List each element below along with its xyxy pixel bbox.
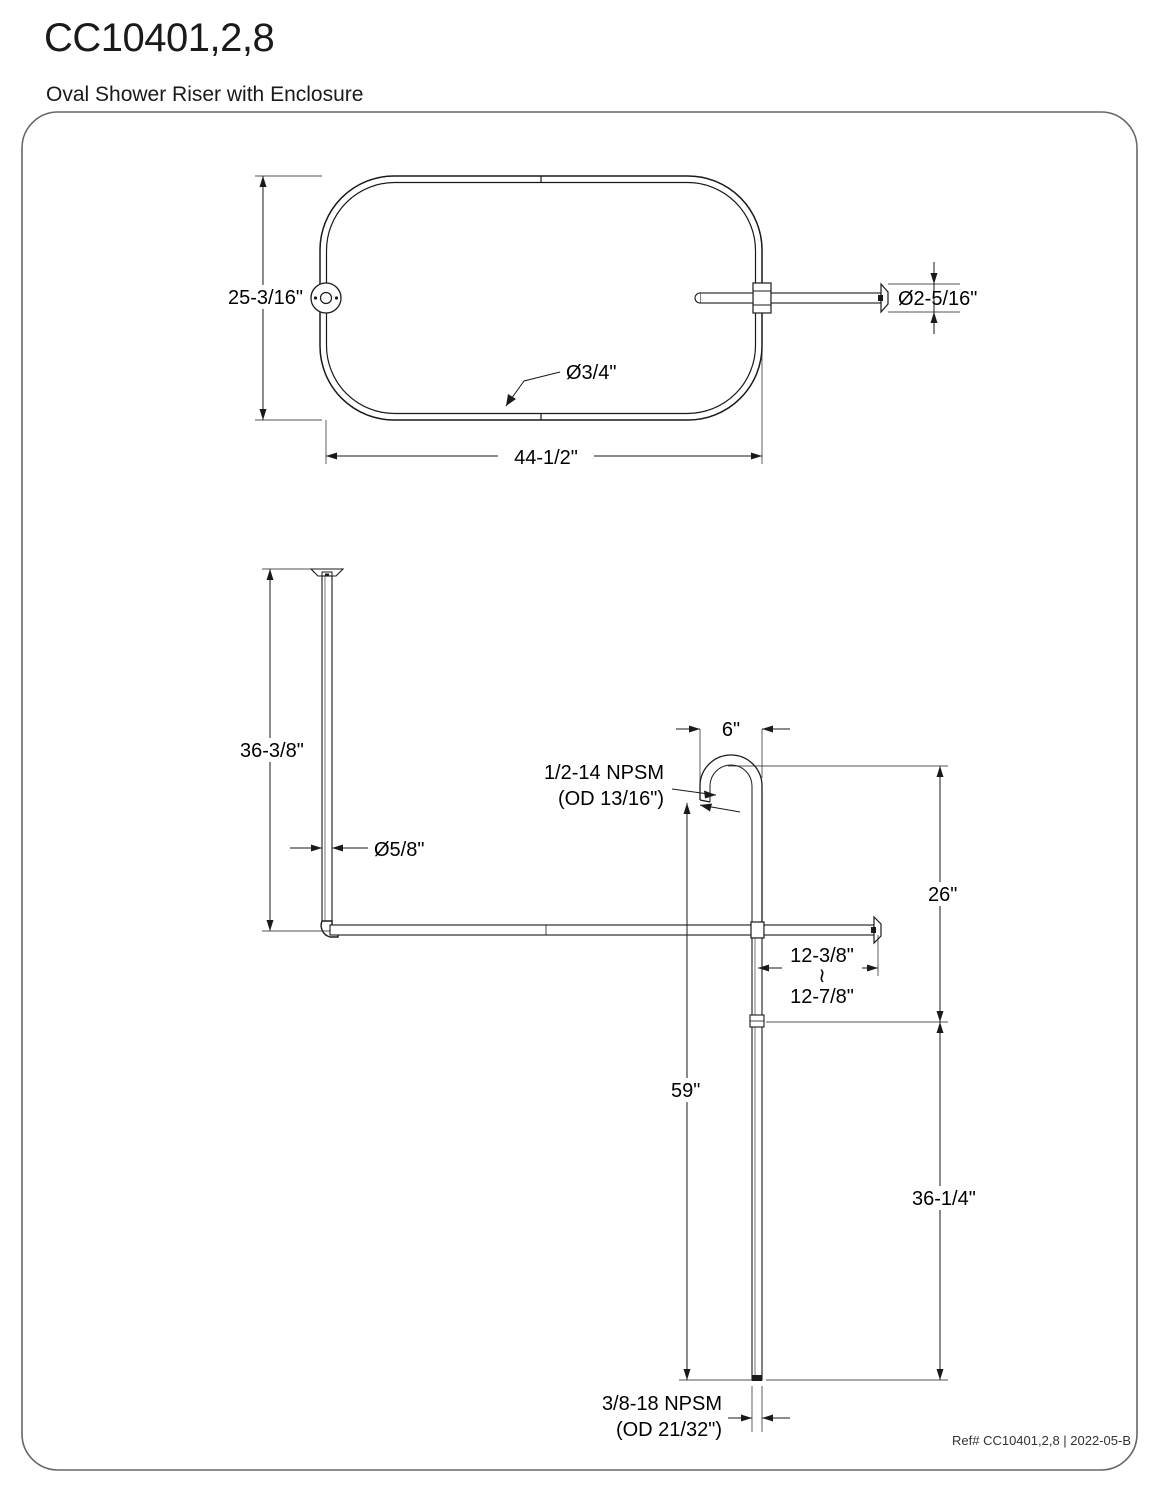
dim-label-enclosure-tube-diameter: Ø3/4" xyxy=(566,362,616,384)
dimension-enclosure-height: 25-3/16" xyxy=(222,175,322,421)
dim-label-gooseneck-thread: 1/2-14 NPSM xyxy=(544,762,664,784)
drawing-reference-footer: Ref# CC10401,2,8 | 2022-05-B xyxy=(952,1433,1131,1448)
enclosure-wall-flange-left xyxy=(310,282,342,314)
dimension-gooseneck-reach: 6" xyxy=(676,719,790,795)
leader-enclosure-tube-diameter: Ø3/4" xyxy=(505,362,616,407)
upper-vertical-riser xyxy=(321,575,333,927)
page-subtitle: Oval Shower Riser with Enclosure xyxy=(46,83,364,106)
dim-label-upper-riser-height: 36-3/8" xyxy=(240,740,304,762)
gooseneck-shower-arm xyxy=(699,754,763,925)
dim-label-support-bar-range-bottom: 12-7/8" xyxy=(790,986,854,1008)
dim-label-support-bar-range-top: 12-3/8" xyxy=(790,945,854,967)
leader-gooseneck-thread: 1/2-14 NPSM (OD 13/16") xyxy=(544,762,741,813)
dimension-upper-riser-diameter: Ø5/8" xyxy=(290,839,424,861)
dimension-upper-riser-height: 36-3/8" xyxy=(234,568,330,932)
sheet-border xyxy=(21,111,1138,1471)
dim-label-flange-diameter: Ø2-5/16" xyxy=(898,288,977,310)
dimension-inlet-thread: 3/8-18 NPSM (OD 21/32") xyxy=(602,1386,790,1441)
dim-label-enclosure-width: 44-1/2" xyxy=(514,447,578,469)
dim-label-support-bar-range-tilde: ≀ xyxy=(818,965,826,987)
lower-vertical-riser xyxy=(749,937,765,1381)
dimension-support-bar-height: 26" xyxy=(728,765,974,1023)
dimension-enclosure-width: 44-1/2" xyxy=(325,330,763,469)
dimension-flange-diameter: Ø2-5/16" xyxy=(888,262,977,334)
dimension-support-bar-range: 12-3/8" ≀ 12-7/8" xyxy=(758,935,879,1008)
dim-label-upper-riser-diameter: Ø5/8" xyxy=(374,839,424,861)
horizontal-curtain-rod xyxy=(329,924,763,936)
dim-label-gooseneck-thread-od: (OD 13/16") xyxy=(558,788,664,810)
dim-label-inlet-thread: 3/8-18 NPSM xyxy=(602,1393,722,1415)
page-title: CC10401,2,8 xyxy=(44,16,275,60)
riser-tee-junction xyxy=(750,921,765,939)
dimension-lower-riser-height: 59" xyxy=(664,803,752,1381)
dim-label-support-bar-height: 26" xyxy=(928,884,957,906)
dimension-lower-segment-height: 36-1/4" xyxy=(766,1022,990,1381)
dim-label-lower-segment-height: 36-1/4" xyxy=(912,1188,976,1210)
dim-label-inlet-thread-od: (OD 21/32") xyxy=(616,1419,722,1441)
wall-support-bar xyxy=(763,915,882,945)
dim-label-enclosure-height: 25-3/16" xyxy=(228,287,303,309)
dim-label-gooseneck-reach: 6" xyxy=(722,719,740,741)
enclosure-side-support-arm xyxy=(694,282,889,314)
dim-label-lower-riser-height: 59" xyxy=(671,1080,700,1102)
